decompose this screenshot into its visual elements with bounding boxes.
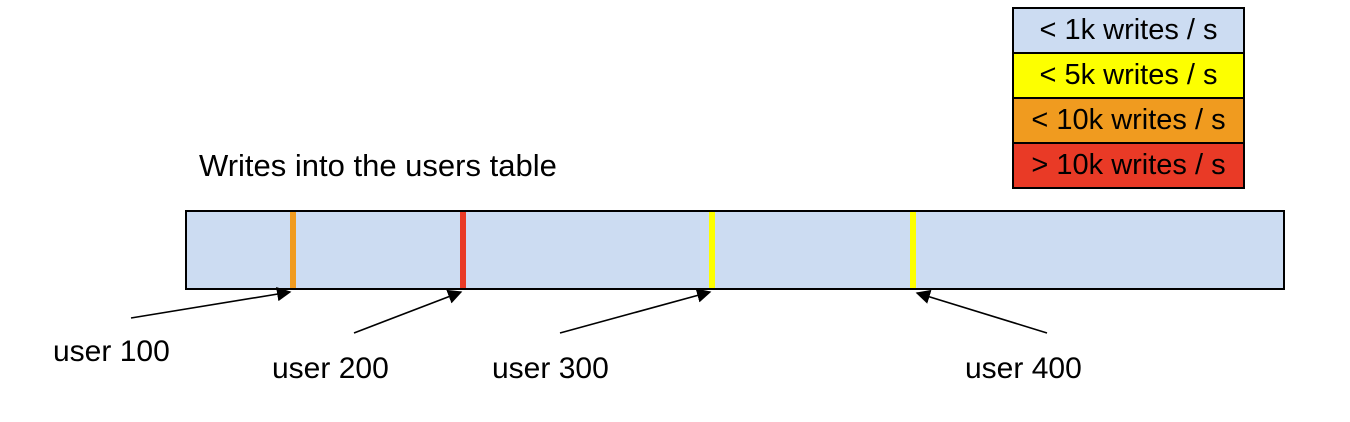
legend-item-gt-10k: > 10k writes / s (1012, 142, 1245, 189)
arrow-user-200 (353, 289, 463, 334)
legend-item-label: < 1k writes / s (1039, 14, 1218, 46)
legend: < 1k writes / s < 5k writes / s < 10k wr… (1012, 7, 1245, 189)
label-user-400: user 400 (965, 352, 1082, 385)
label-user-200: user 200 (272, 352, 389, 385)
legend-item-lt-5k: < 5k writes / s (1012, 52, 1245, 99)
hotspot-marker-user-100 (290, 212, 296, 288)
legend-item-lt-1k: < 1k writes / s (1012, 7, 1245, 54)
label-user-100: user 100 (53, 335, 170, 368)
users-table-bar (185, 210, 1285, 290)
hotspot-marker-user-200 (460, 212, 466, 288)
hotspot-marker-user-400 (910, 212, 916, 288)
arrow-user-100 (130, 286, 292, 319)
legend-item-label: > 10k writes / s (1031, 149, 1226, 181)
legend-item-lt-10k: < 10k writes / s (1012, 97, 1245, 144)
diagram-title: Writes into the users table (199, 148, 557, 183)
legend-item-label: < 10k writes / s (1031, 104, 1226, 136)
label-user-300: user 300 (492, 352, 609, 385)
legend-item-label: < 5k writes / s (1039, 59, 1218, 91)
hotspot-marker-user-300 (709, 212, 715, 288)
arrow-user-400 (915, 289, 1048, 334)
arrow-user-300 (559, 288, 712, 334)
